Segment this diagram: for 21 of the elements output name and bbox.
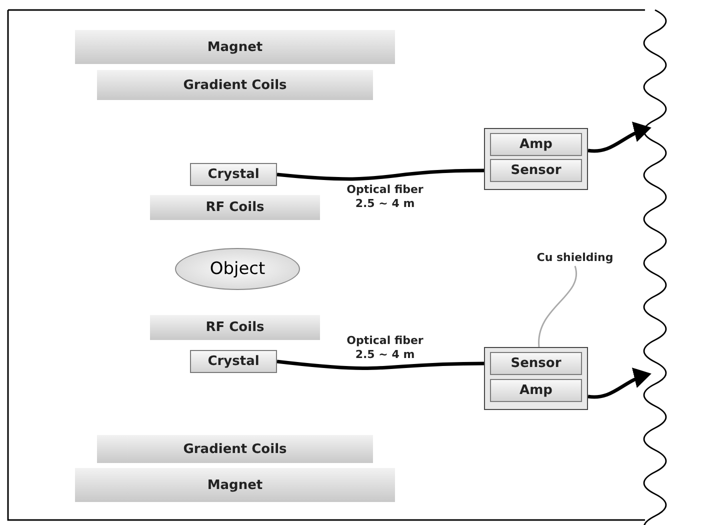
optical-fiber-line: [276, 360, 484, 370]
sensor-box: Sensor: [490, 159, 582, 182]
arrow: [588, 368, 652, 399]
amplifier-box: Amp: [490, 379, 582, 402]
object-ellipse: Object: [175, 248, 300, 290]
arrow: [588, 122, 652, 153]
crystal-box: Crystal: [190, 350, 277, 373]
magnet-bar: Magnet: [75, 468, 395, 502]
amplifier-box: Amp: [490, 133, 582, 156]
shielding-box: [484, 128, 588, 190]
shielding-box: [484, 347, 588, 410]
coil-bar: Gradient Coils: [97, 70, 373, 100]
coil-bar: Gradient Coils: [97, 435, 373, 463]
sensor-box: Sensor: [490, 352, 582, 375]
leader-line: [538, 266, 578, 347]
crystal-box: Crystal: [190, 163, 277, 186]
optical-fiber-line: [276, 168, 484, 181]
callout-text: Cu shielding: [520, 248, 630, 266]
coil-bar: RF Coils: [150, 315, 320, 340]
coil-bar: RF Coils: [150, 195, 320, 220]
magnet-bar: Magnet: [75, 30, 395, 64]
